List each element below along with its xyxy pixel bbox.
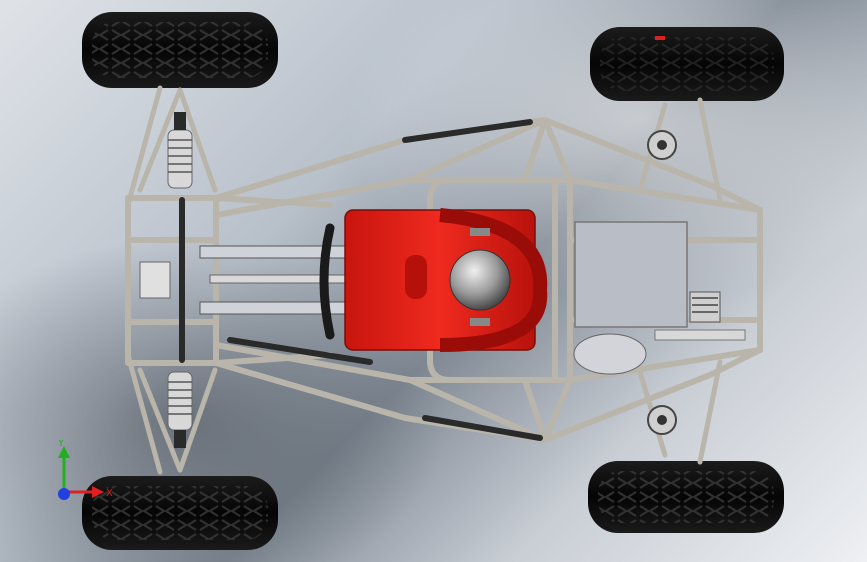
z-axis-dot-icon	[58, 488, 70, 500]
seat	[344, 208, 548, 352]
front-suspension	[125, 85, 218, 475]
rear-hub-right	[647, 405, 677, 435]
tire-rear-right	[588, 461, 784, 533]
rear-hub-left	[647, 130, 677, 160]
front-shock-left	[167, 112, 193, 189]
coordinate-triad: Y X	[57, 440, 113, 500]
chassis-dark-tubes	[179, 119, 543, 441]
engine-block	[573, 221, 746, 375]
driver-helmet	[449, 228, 511, 326]
front-shock-right	[167, 371, 193, 448]
y-axis-label: Y	[57, 440, 65, 449]
y-axis-arrow-icon	[58, 446, 70, 458]
tire-front-left	[82, 12, 278, 88]
x-axis-label: X	[106, 488, 113, 499]
steering-assembly	[139, 223, 351, 340]
x-axis-arrow-icon	[92, 486, 104, 498]
tire-rear-left	[590, 27, 784, 101]
tire-front-right	[82, 476, 278, 550]
